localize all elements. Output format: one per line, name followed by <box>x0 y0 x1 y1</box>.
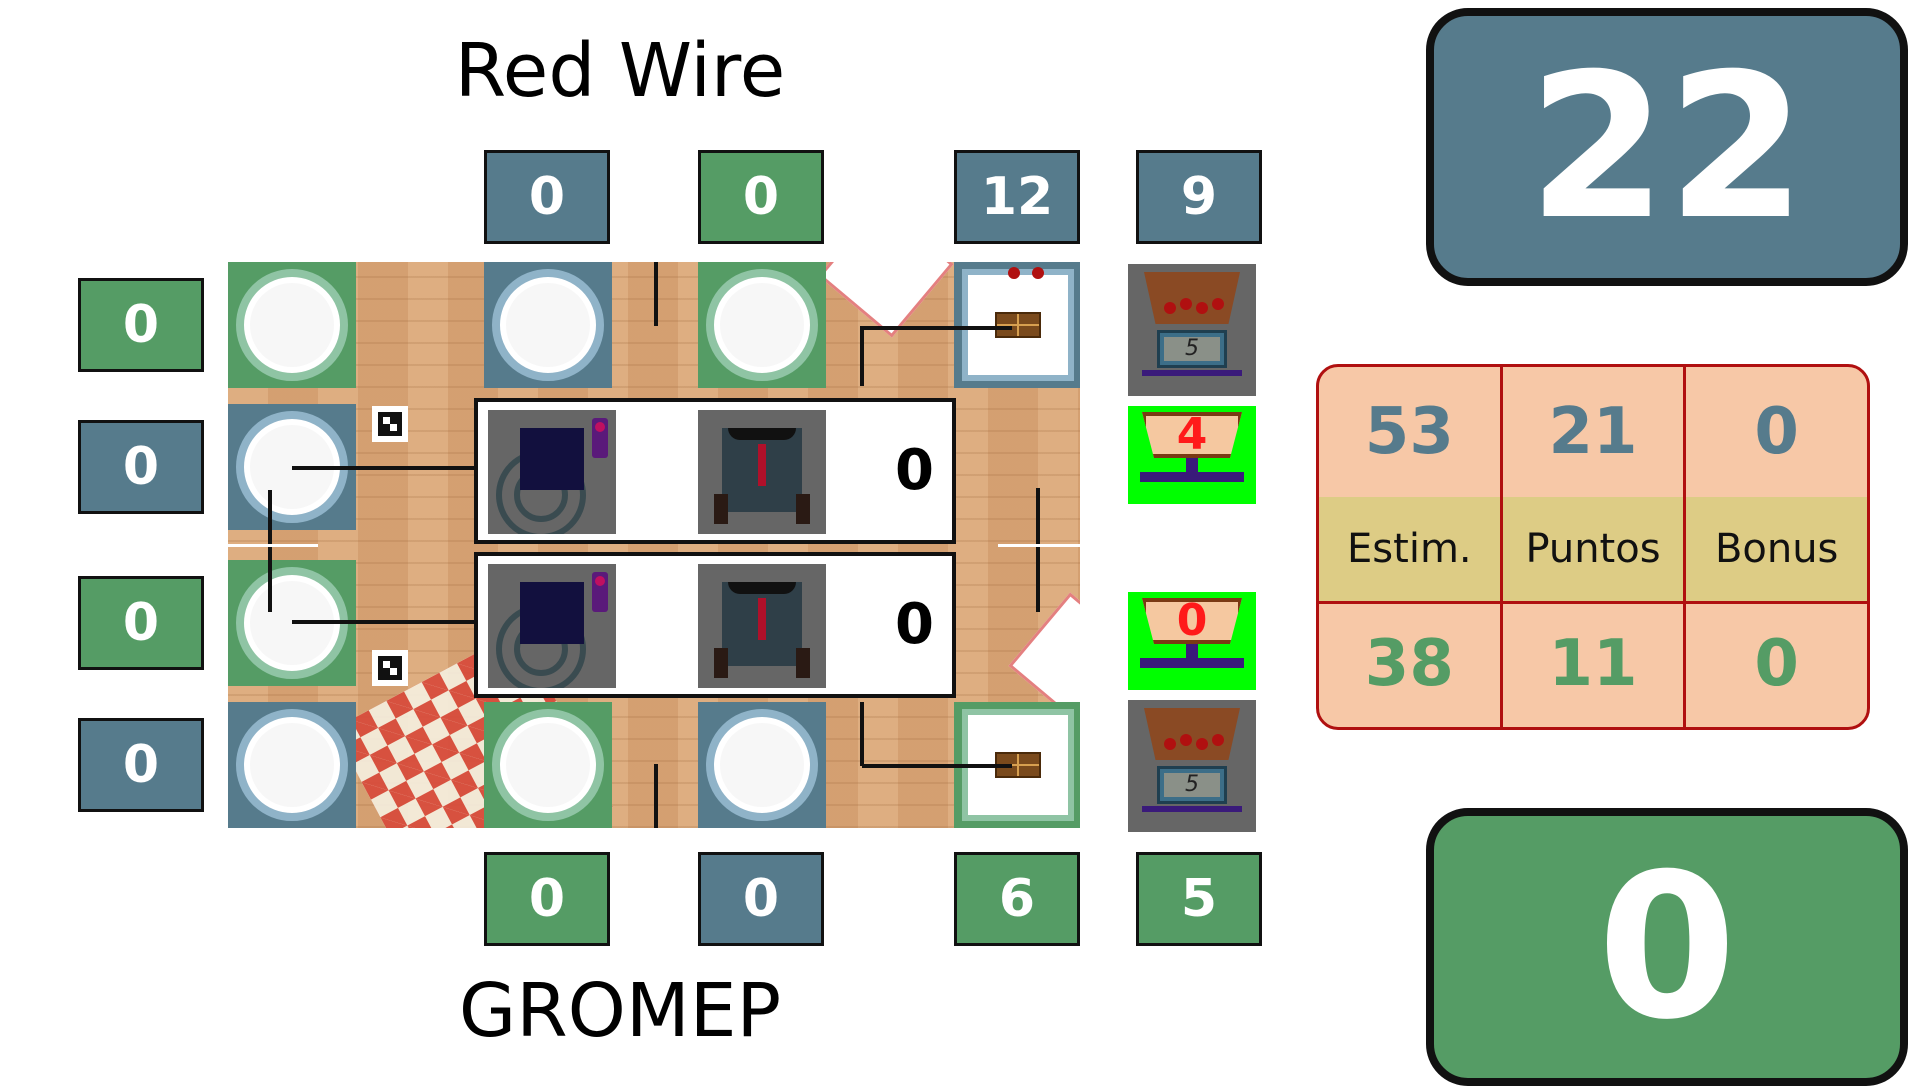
connector-line <box>860 702 864 766</box>
divider-line <box>998 544 1080 547</box>
green-score-row: 38 11 0 <box>1319 601 1867 727</box>
cherry-bin-tile: 5 <box>1128 700 1256 832</box>
top-team-name: Red Wire <box>454 28 786 114</box>
green-bonus: 0 <box>1754 627 1799 701</box>
plate-icon <box>706 269 818 381</box>
plate-icon <box>236 709 348 821</box>
left-counter-2: 0 <box>78 420 204 514</box>
bottom-counter-3: 6 <box>954 852 1080 946</box>
game-board <box>228 262 1080 828</box>
blue-team-score: 22 <box>1426 8 1908 286</box>
robot-score: 0 <box>895 438 934 503</box>
bottom-counter-2: 0 <box>698 852 824 946</box>
plate-tile <box>484 702 612 828</box>
green-team-score: 0 <box>1426 808 1908 1086</box>
connector-line <box>654 764 658 828</box>
connector-line <box>860 326 864 386</box>
plate-tile <box>698 702 826 828</box>
cherry-basket-icon <box>1144 708 1240 760</box>
left-counter-1: 0 <box>78 278 204 372</box>
cherry-bin-tile: 5 <box>1128 264 1256 396</box>
plate-tile <box>228 262 356 388</box>
cherry-basket-icon <box>1144 272 1240 324</box>
scale-icon: 5 <box>1157 766 1227 804</box>
cake-icon <box>962 267 1074 381</box>
waiter-icon <box>698 564 826 688</box>
cherry-counter-indicator: 0 <box>1128 592 1256 690</box>
connector-line <box>654 262 658 326</box>
marker-icon <box>372 406 408 442</box>
robot-score: 0 <box>895 592 934 657</box>
score-header-row: Estim. Puntos Bonus <box>1319 497 1867 604</box>
cherry-counter-value: 4 <box>1142 412 1242 458</box>
blue-score-row: 53 21 0 <box>1319 367 1867 500</box>
scale-icon: 5 <box>1157 330 1227 368</box>
blue-estimate: 53 <box>1319 367 1503 497</box>
top-counter-1: 0 <box>484 150 610 244</box>
cherry-counter-indicator: 4 <box>1128 406 1256 504</box>
header-points: Puntos <box>1503 497 1687 601</box>
plate-tile <box>484 262 612 388</box>
robot-card-2: 0 <box>474 552 956 698</box>
robot-card-1: 0 <box>474 398 956 544</box>
connector-line <box>268 490 272 612</box>
plate-tile <box>228 702 356 828</box>
plate-icon <box>236 269 348 381</box>
header-estimate: Estim. <box>1319 497 1503 601</box>
blue-bonus: 0 <box>1754 395 1799 469</box>
cherry-counter-value: 0 <box>1142 598 1242 644</box>
header-bonus: Bonus <box>1714 526 1839 572</box>
marker-icon <box>372 650 408 686</box>
connector-line <box>292 466 478 470</box>
plate-tile <box>698 262 826 388</box>
divider-line <box>228 544 318 547</box>
bottom-team-name: GROMEP <box>458 968 782 1054</box>
top-counter-4: 9 <box>1136 150 1262 244</box>
green-estimate: 38 <box>1319 601 1503 727</box>
bottom-counter-1: 0 <box>484 852 610 946</box>
connector-line <box>862 326 1012 330</box>
blue-points: 21 <box>1503 367 1687 497</box>
green-points: 11 <box>1503 601 1687 727</box>
bottom-counter-4: 5 <box>1136 852 1262 946</box>
waiter-icon <box>698 410 826 534</box>
chocolate-icon <box>995 312 1041 338</box>
connector-line <box>862 764 1012 768</box>
cake-tile <box>954 262 1080 388</box>
score-breakdown-table: 53 21 0 Estim. Puntos Bonus 38 11 0 <box>1316 364 1870 730</box>
robot-icon <box>488 564 616 688</box>
top-counter-2: 0 <box>698 150 824 244</box>
plate-icon <box>492 269 604 381</box>
connector-line <box>292 620 478 624</box>
top-counter-3: 12 <box>954 150 1080 244</box>
left-counter-3: 0 <box>78 576 204 670</box>
plate-icon <box>492 709 604 821</box>
robot-icon <box>488 410 616 534</box>
left-counter-4: 0 <box>78 718 204 812</box>
plate-icon <box>706 709 818 821</box>
connector-line <box>1036 488 1040 612</box>
